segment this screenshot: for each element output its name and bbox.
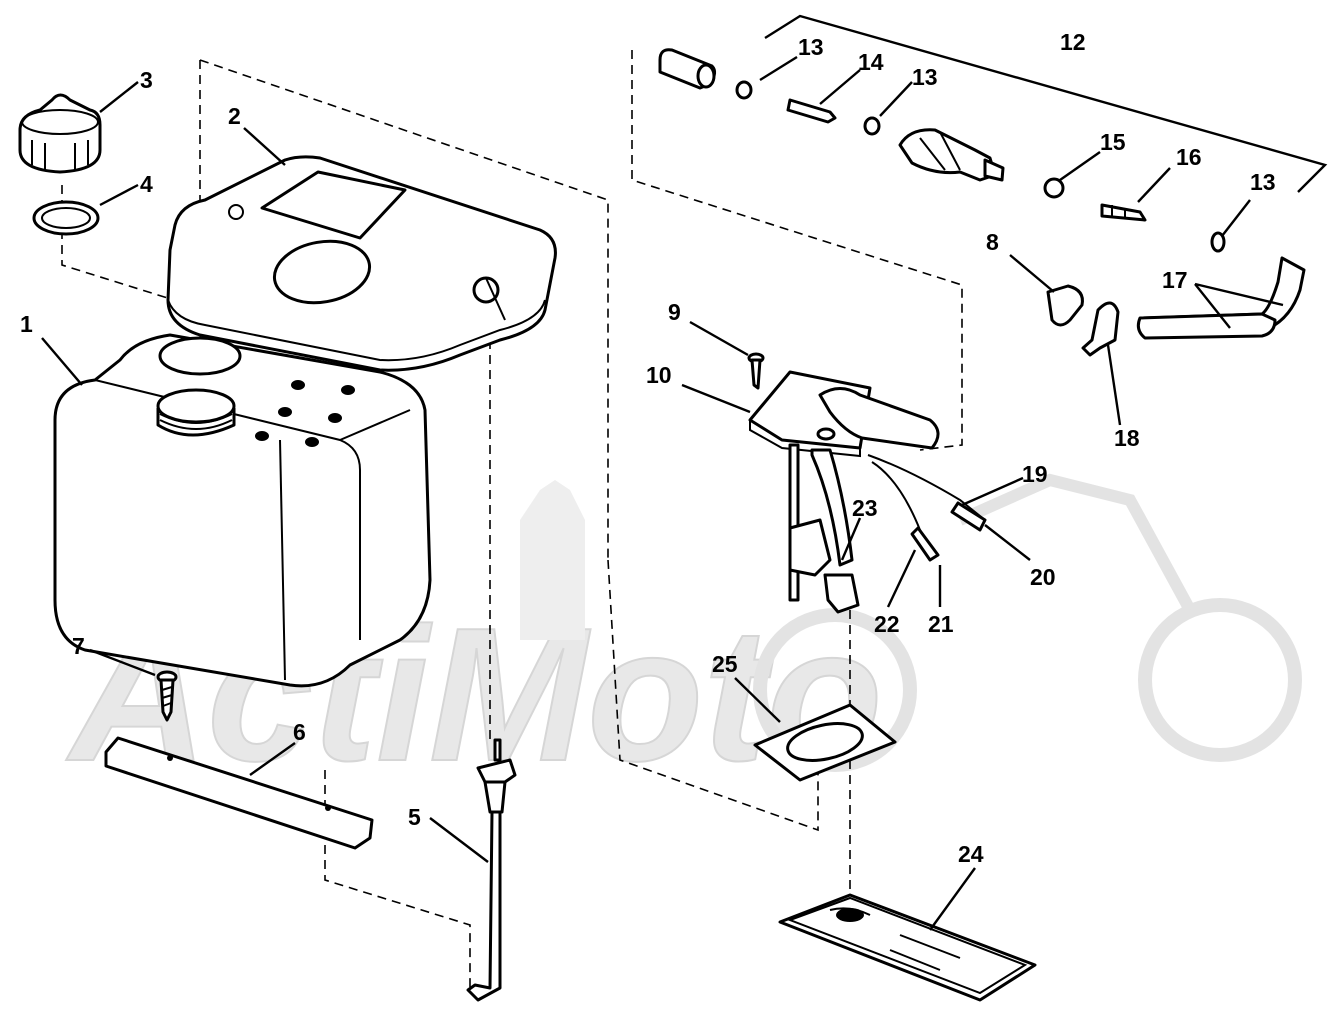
callout-13-b: 13 <box>912 64 938 90</box>
callout-23: 23 <box>852 495 878 521</box>
callout-12: 12 <box>1060 29 1086 55</box>
decal <box>778 893 1037 1002</box>
callout-21: 21 <box>928 611 954 637</box>
callout-25: 25 <box>712 651 738 677</box>
cap-gasket <box>32 200 100 236</box>
callout-15: 15 <box>1100 129 1126 155</box>
callout-24: 24 <box>958 841 984 867</box>
callout-6: 6 <box>293 719 306 745</box>
callout-5: 5 <box>408 804 421 830</box>
callout-13-c: 13 <box>1250 169 1276 195</box>
leader-lines <box>41 55 1284 931</box>
screw-7 <box>156 670 178 722</box>
callout-10: 10 <box>646 362 672 388</box>
callout-7: 7 <box>72 633 85 659</box>
callout-labels: 1 2 3 4 5 6 7 8 9 10 12 13 14 13 15 16 1… <box>20 29 1276 867</box>
callout-13-a: 13 <box>798 34 824 60</box>
watermark-tower-icon <box>520 480 585 640</box>
callout-8: 8 <box>986 229 999 255</box>
callout-18: 18 <box>1114 425 1140 451</box>
hold-down-strap <box>104 736 374 850</box>
hose-clamps <box>1046 284 1120 357</box>
callout-9: 9 <box>668 299 681 325</box>
fuel-gauge <box>466 738 517 1002</box>
kit-parts <box>658 48 1226 253</box>
mount-gasket <box>753 703 897 782</box>
callout-19: 19 <box>1022 461 1048 487</box>
callout-4: 4 <box>140 171 153 197</box>
callout-1: 1 <box>20 311 33 337</box>
callout-14: 14 <box>858 49 884 75</box>
fuel-tank <box>53 333 432 688</box>
pickup-assembly <box>747 352 940 614</box>
callout-16: 16 <box>1176 144 1202 170</box>
callout-20: 20 <box>1030 564 1056 590</box>
fuel-cap <box>18 93 102 174</box>
fuel-line-kit <box>764 14 1328 193</box>
tank-cover <box>166 155 557 372</box>
watermark-wheel-icon <box>1138 598 1302 762</box>
callout-17: 17 <box>1162 267 1188 293</box>
fuel-hose <box>1136 256 1306 340</box>
watermark-bike-frame-icon <box>957 473 1196 613</box>
callout-22: 22 <box>874 611 900 637</box>
sender-wires <box>867 454 987 562</box>
callout-3: 3 <box>140 67 153 93</box>
callout-2: 2 <box>228 103 241 129</box>
